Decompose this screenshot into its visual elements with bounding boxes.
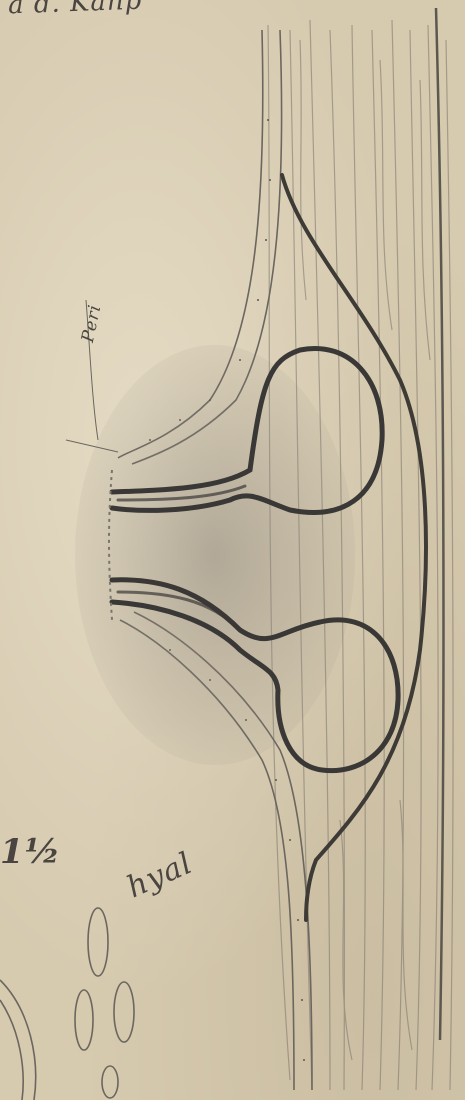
margin-fraction: 1½ bbox=[0, 832, 61, 872]
partial-circle-sketch bbox=[0, 980, 36, 1100]
shading bbox=[75, 345, 355, 765]
spore-sketches bbox=[75, 908, 134, 1098]
